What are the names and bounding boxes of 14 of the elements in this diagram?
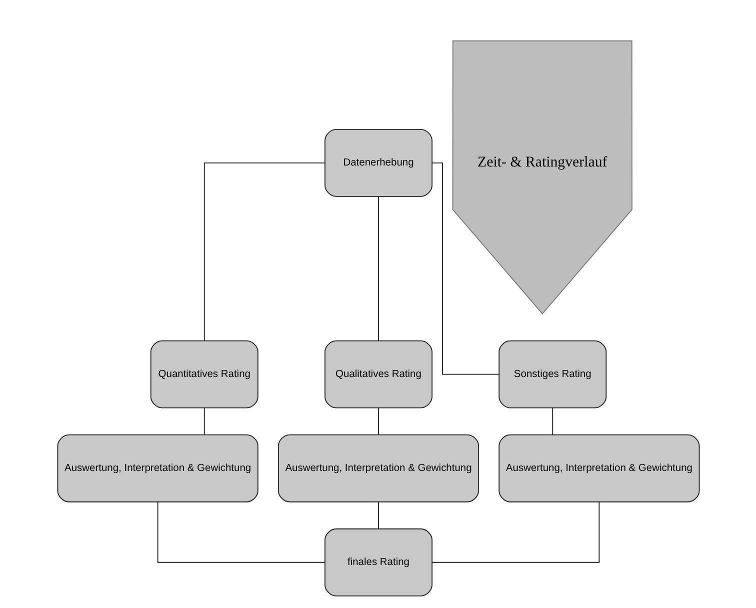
node-box: Qualitatives Rating xyxy=(324,340,432,408)
connector xyxy=(156,502,325,563)
connector xyxy=(552,408,553,436)
node-box: finales Rating xyxy=(324,528,432,596)
node-box: Quantitatives Rating xyxy=(150,340,258,408)
connector xyxy=(431,162,499,375)
node-box: Auswertung, Interpretation & Gewichtung xyxy=(498,434,700,502)
connector xyxy=(203,408,204,436)
connector xyxy=(431,502,600,563)
connector xyxy=(203,162,325,342)
node-box: Sonstiges Rating xyxy=(498,340,606,408)
node-box: Auswertung, Interpretation & Gewichtung xyxy=(56,434,258,502)
node-box: Auswertung, Interpretation & Gewichtung xyxy=(277,434,479,502)
node-box: Datenerhebung xyxy=(324,128,432,197)
